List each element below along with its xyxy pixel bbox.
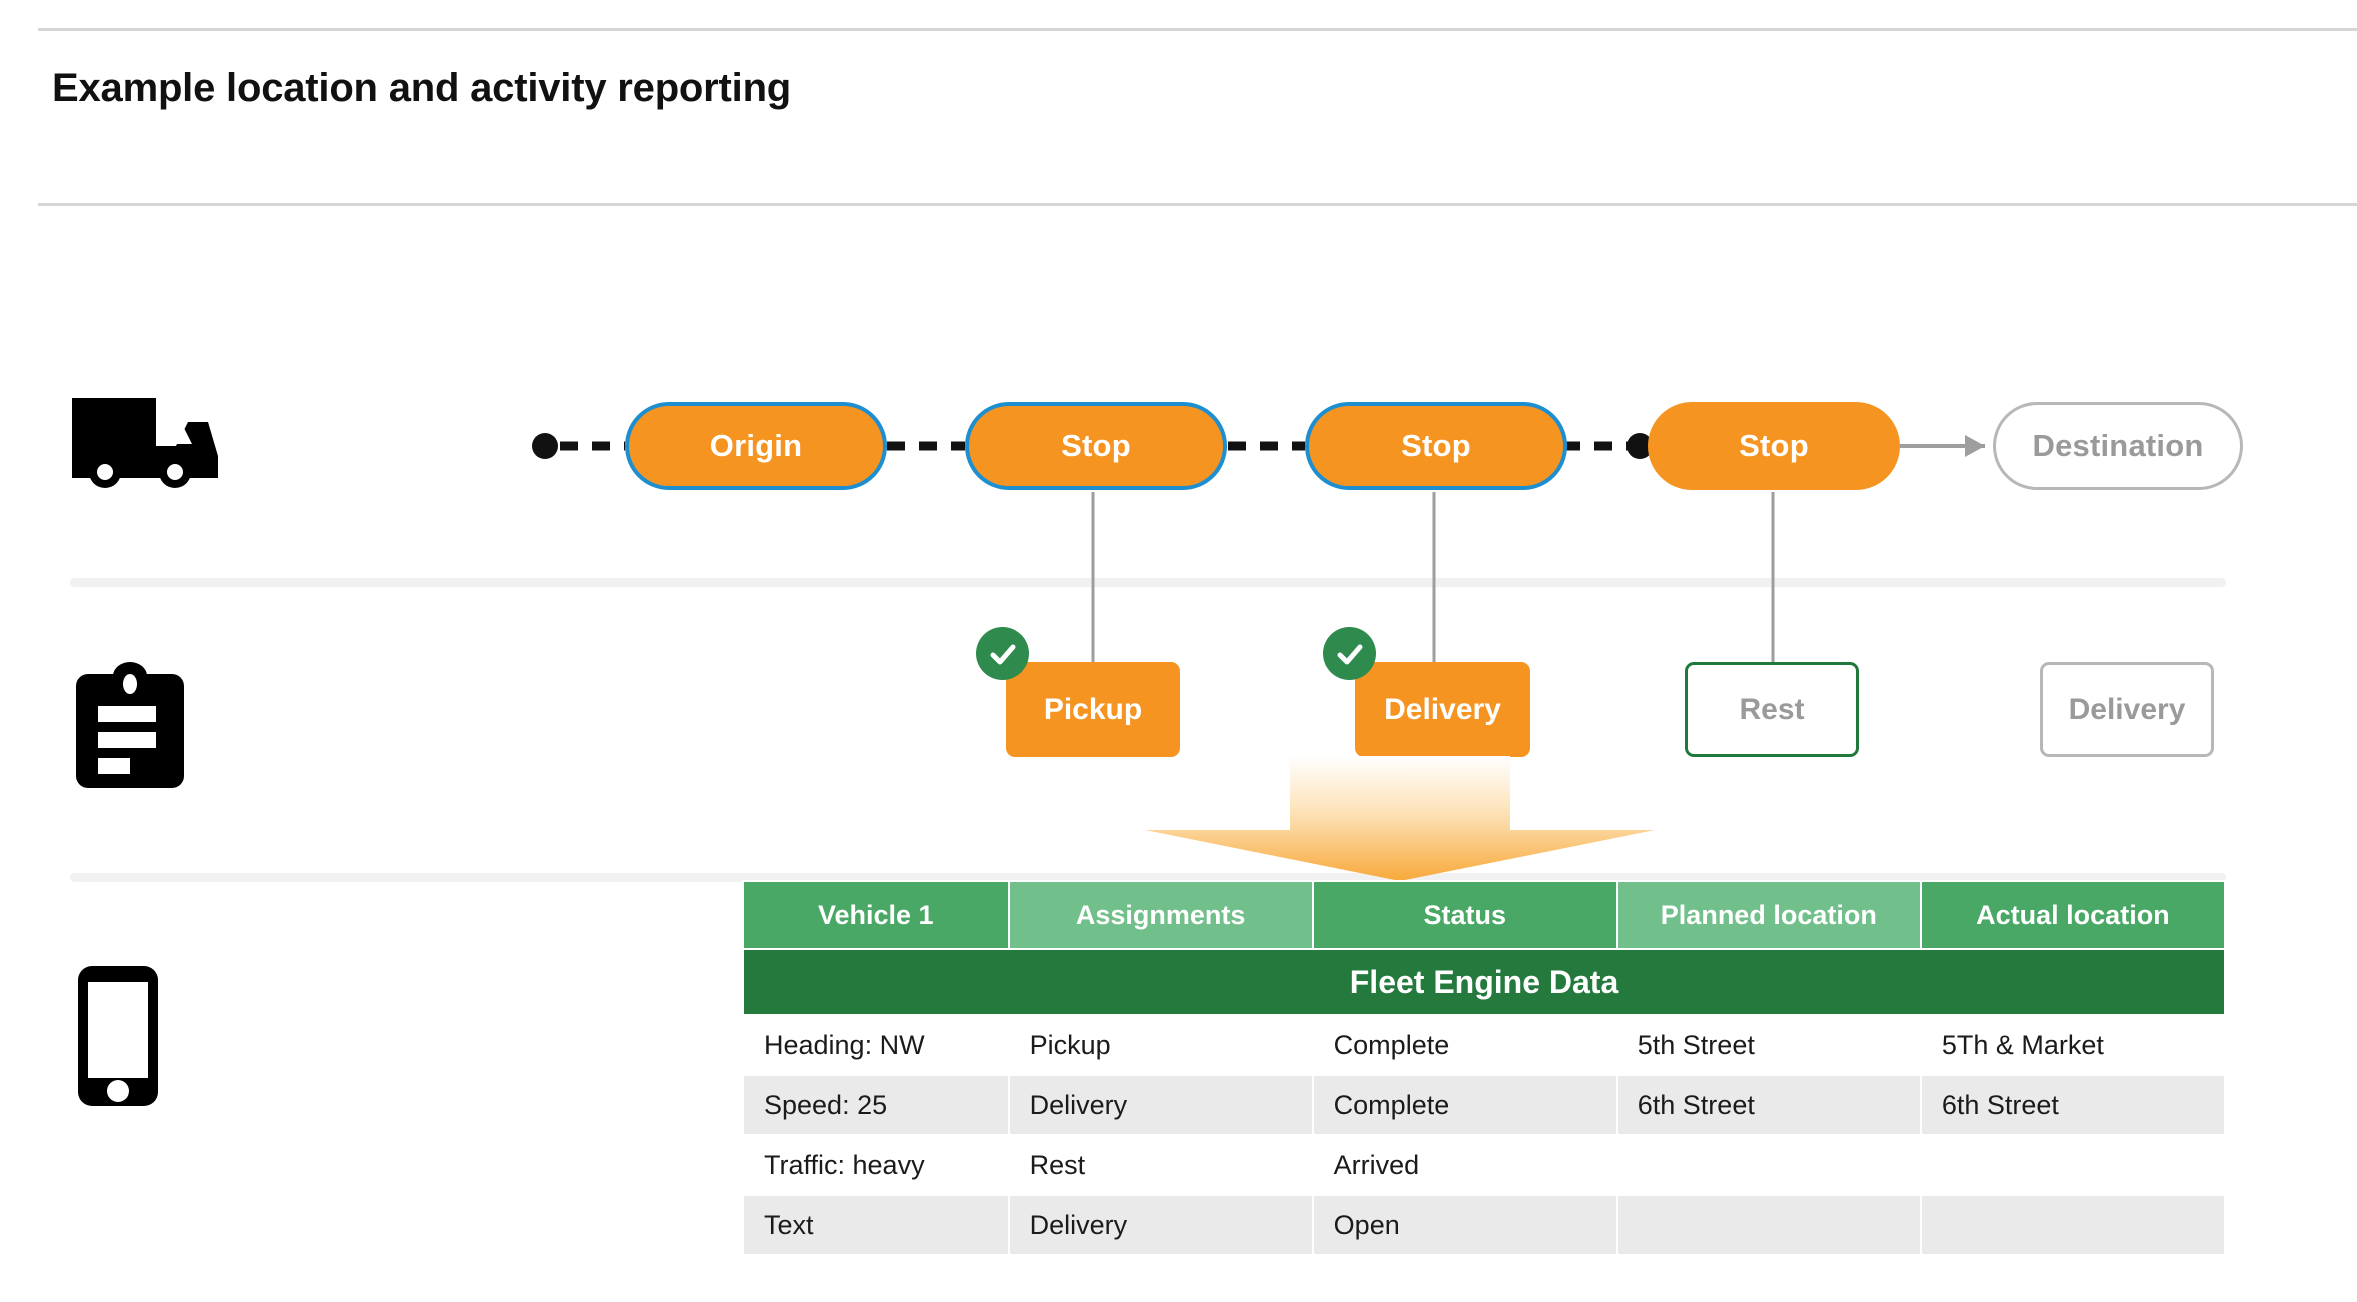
route-start-dot [532, 433, 558, 459]
table-row[interactable]: Speed: 25 Delivery Complete 6th Street 6… [742, 1074, 2227, 1136]
route-node-destination[interactable]: Destination [1993, 402, 2243, 490]
clipboard-icon [70, 662, 190, 795]
column-header-assignments[interactable]: Assignments [1007, 880, 1314, 950]
table-column-header-row: Vehicle 1 Assignments Status Planned loc… [742, 880, 2227, 950]
column-header-status[interactable]: Status [1311, 880, 1618, 950]
cell-vehicle: Heading: NW [742, 1014, 1010, 1076]
cell-vehicle: Traffic: heavy [742, 1134, 1010, 1196]
cell-actual-location [1919, 1134, 2227, 1196]
cell-vehicle: Text [742, 1194, 1010, 1256]
cell-vehicle: Speed: 25 [742, 1074, 1010, 1136]
cell-planned-location: 6th Street [1615, 1074, 1922, 1136]
table-title: Fleet Engine Data [742, 948, 2226, 1016]
check-icon [976, 627, 1029, 680]
activity-card-label: Pickup [1043, 692, 1143, 726]
column-header-planned-location[interactable]: Planned location [1615, 880, 1922, 950]
cell-status: Arrived [1311, 1134, 1618, 1196]
cell-planned-location [1615, 1134, 1922, 1196]
activity-card-label: Delivery [1384, 692, 1501, 726]
activity-card-pickup[interactable]: Pickup [1006, 662, 1180, 757]
cell-status: Complete [1311, 1014, 1618, 1076]
data-flow-arrow-icon [1140, 756, 1660, 886]
cell-actual-location: 5Th & Market [1919, 1014, 2227, 1076]
cell-assignment: Rest [1007, 1134, 1314, 1196]
cell-actual-location [1919, 1194, 2227, 1256]
column-header-actual-location[interactable]: Actual location [1919, 880, 2227, 950]
cell-status: Open [1311, 1194, 1618, 1256]
route-node-label: Destination [2032, 428, 2204, 463]
section-divider-route-activity [70, 578, 2226, 587]
header-rule-bottom [38, 203, 2357, 206]
cell-planned-location: 5th Street [1615, 1014, 1922, 1076]
activity-card-rest[interactable]: Rest [1685, 662, 1859, 757]
truck-icon [70, 392, 220, 497]
column-header-vehicle[interactable]: Vehicle 1 [742, 880, 1010, 950]
check-icon [1323, 627, 1376, 680]
activity-card-label: Rest [1739, 692, 1805, 726]
route-node-stop-2[interactable]: Stop [1305, 402, 1567, 490]
route-node-label: Stop [1739, 428, 1809, 463]
table-row[interactable]: Traffic: heavy Rest Arrived [742, 1134, 2227, 1196]
fleet-engine-data-table: Fleet Engine Data Vehicle 1 Assignments … [742, 880, 2227, 1256]
route-node-stop-1[interactable]: Stop [965, 402, 1227, 490]
cell-assignment: Delivery [1007, 1074, 1314, 1136]
cell-assignment: Delivery [1007, 1194, 1314, 1256]
table-title-row: Fleet Engine Data [742, 948, 2226, 1016]
route-node-label: Stop [1401, 428, 1471, 463]
route-node-label: Origin [709, 428, 803, 463]
cell-assignment: Pickup [1007, 1014, 1314, 1076]
table-row[interactable]: Heading: NW Pickup Complete 5th Street 5… [742, 1014, 2227, 1076]
route-node-label: Stop [1061, 428, 1131, 463]
page-title: Example location and activity reporting [52, 66, 792, 110]
route-node-stop-3[interactable]: Stop [1648, 402, 1900, 490]
activity-card-label: Delivery [2068, 692, 2186, 726]
table-row[interactable]: Text Delivery Open [742, 1194, 2227, 1256]
table-body: Heading: NW Pickup Complete 5th Street 5… [742, 1014, 2227, 1256]
activity-card-delivery-done[interactable]: Delivery [1355, 662, 1530, 757]
activity-card-delivery-open[interactable]: Delivery [2040, 662, 2214, 757]
cell-planned-location [1615, 1194, 1922, 1256]
cell-status: Complete [1311, 1074, 1618, 1136]
header-rule-top [38, 28, 2357, 31]
cell-actual-location: 6th Street [1919, 1074, 2227, 1136]
mobile-phone-icon [70, 962, 170, 1117]
section-divider-activity-data [70, 873, 2226, 882]
route-node-origin[interactable]: Origin [625, 402, 887, 490]
